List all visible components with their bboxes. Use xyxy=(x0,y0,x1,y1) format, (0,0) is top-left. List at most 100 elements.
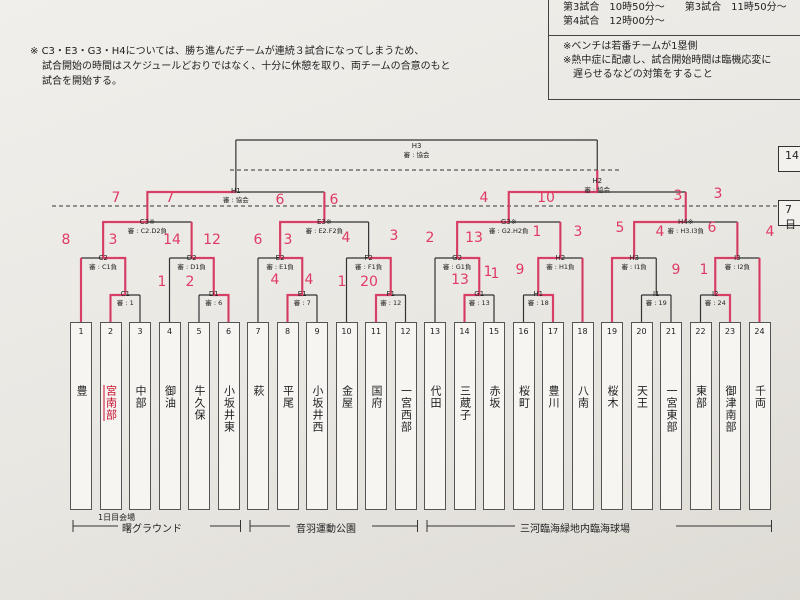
venue-label: 三河臨海緑地内臨海球場 xyxy=(520,524,630,535)
match-referee: 審 : H3.I3負 xyxy=(667,227,704,235)
team-name: 小坂井東 xyxy=(222,385,236,433)
notice-text: ※ C3・E3・G3・H4については、勝ち進んだチームが連続３試合になってしまう… xyxy=(30,44,500,89)
team-number: 8 xyxy=(284,327,291,336)
team-number: 23 xyxy=(724,327,736,336)
match-id: H2 xyxy=(555,254,566,262)
team-number: 15 xyxy=(488,327,500,336)
score-mark: 7 xyxy=(111,190,121,206)
side-label-bottom: 7日 xyxy=(778,200,800,231)
notice-line: 試合開始の時間はスケジュールどおりではなく、十分に休憩を取り、両チームの合意のも… xyxy=(42,61,451,72)
score-mark: 8 xyxy=(61,232,71,248)
score-mark: 2 xyxy=(425,230,435,246)
side-label-bottom-text: 7日 xyxy=(785,203,796,231)
match-id: I2 xyxy=(711,290,719,298)
team-number: 2 xyxy=(107,327,114,336)
team-box xyxy=(365,322,387,510)
match-id: I3 xyxy=(734,254,741,262)
schedule-box: 第3試合 10時50分〜 第3試合 11時50分〜 第4試合 12時00分〜 ※… xyxy=(548,0,800,100)
team-name: 天王 xyxy=(635,385,649,409)
notice-marker: ※ xyxy=(30,46,39,57)
match-referee: 審 : 協会 xyxy=(403,151,430,159)
team-box xyxy=(660,322,682,510)
team-number: 7 xyxy=(255,327,261,336)
match-referee: 審 : 19 xyxy=(645,299,667,307)
team-name: 御油 xyxy=(163,385,177,409)
team-name: 小坂井西 xyxy=(311,385,324,433)
match-referee: 審 : 7 xyxy=(293,299,311,307)
team-number: 5 xyxy=(196,327,202,336)
team-name: 萩 xyxy=(252,385,265,397)
team-number: 17 xyxy=(547,327,559,336)
score-mark: 1 xyxy=(337,274,347,290)
team-number: 4 xyxy=(166,327,173,336)
score-mark: 4 xyxy=(765,224,775,240)
team-number: 13 xyxy=(429,327,441,336)
side-label-top: 14 xyxy=(778,146,800,172)
venue-label: 音羽運動公園 xyxy=(296,524,356,535)
match-referee: 審 : 12 xyxy=(380,299,402,307)
team-number: 22 xyxy=(695,327,706,336)
team-box xyxy=(99,322,122,510)
team-number: 24 xyxy=(754,327,765,336)
match-referee: 審 : 協会 xyxy=(222,196,249,204)
winner-path xyxy=(190,222,230,322)
team-number: 18 xyxy=(577,327,588,336)
match-label: G3※審 : G2.H2負 xyxy=(489,218,529,236)
match-referee: 審 : 13 xyxy=(468,299,490,307)
winner-path xyxy=(537,222,562,322)
venue-note: 1日目会場 xyxy=(98,513,136,522)
score-mark: 1 xyxy=(699,262,709,278)
team-name: 三蔵子 xyxy=(458,385,472,421)
team-name: 千両 xyxy=(753,385,767,409)
winner-path xyxy=(368,256,392,322)
match-id: F1 xyxy=(386,290,395,298)
score-mark: 10 xyxy=(537,190,555,206)
score-mark: 5 xyxy=(615,220,625,236)
score-mark: 1 xyxy=(490,266,500,282)
score-mark: 4 xyxy=(341,230,351,246)
team-box xyxy=(188,322,210,510)
score-mark: 12 xyxy=(203,232,221,248)
team-box xyxy=(70,322,92,510)
match-id: E1 xyxy=(297,290,307,298)
score-mark: 4 xyxy=(655,224,665,240)
team-box xyxy=(719,322,741,510)
match-referee: 審 : F1負 xyxy=(355,263,383,271)
team-name: 平尾 xyxy=(281,385,295,409)
match-id: F2 xyxy=(364,254,373,262)
team-box xyxy=(571,322,594,510)
team-box xyxy=(601,322,623,510)
match-id: H4※ xyxy=(677,218,694,226)
team-number: 14 xyxy=(459,327,470,336)
schedule-line: 第3試合 10時50分〜 第3試合 11時50分〜 xyxy=(563,2,787,13)
match-referee: 審 : I2負 xyxy=(724,263,751,271)
match-id: G1 xyxy=(474,290,485,298)
score-mark: 3 xyxy=(673,188,683,204)
winner-path xyxy=(610,192,687,322)
match-label: E3※審 : E2.F2負 xyxy=(306,218,344,236)
team-name: 牛久保 xyxy=(193,385,206,421)
match-id: E2 xyxy=(275,254,285,262)
notice-line: C3・E3・G3・H4については、勝ち進んだチームが連続３試合になってしまうため… xyxy=(41,46,425,57)
match-id: G2 xyxy=(452,254,463,262)
side-label-top-text: 14 xyxy=(785,149,799,162)
match-id: C2 xyxy=(98,254,108,262)
schedule-note: ※熱中症に配慮し、試合開始時間は臨機応変に xyxy=(563,55,772,66)
score-mark: 4 xyxy=(304,272,314,288)
match-id: C1 xyxy=(120,290,130,298)
match-id: G3※ xyxy=(500,218,517,226)
match-id: H3 xyxy=(411,142,422,150)
match-referee: 審 : D1負 xyxy=(177,263,206,271)
match-referee: 審 : I1負 xyxy=(621,263,647,271)
score-mark: 14 xyxy=(163,232,181,248)
winner-path xyxy=(109,293,126,322)
team-number: 9 xyxy=(314,327,320,336)
